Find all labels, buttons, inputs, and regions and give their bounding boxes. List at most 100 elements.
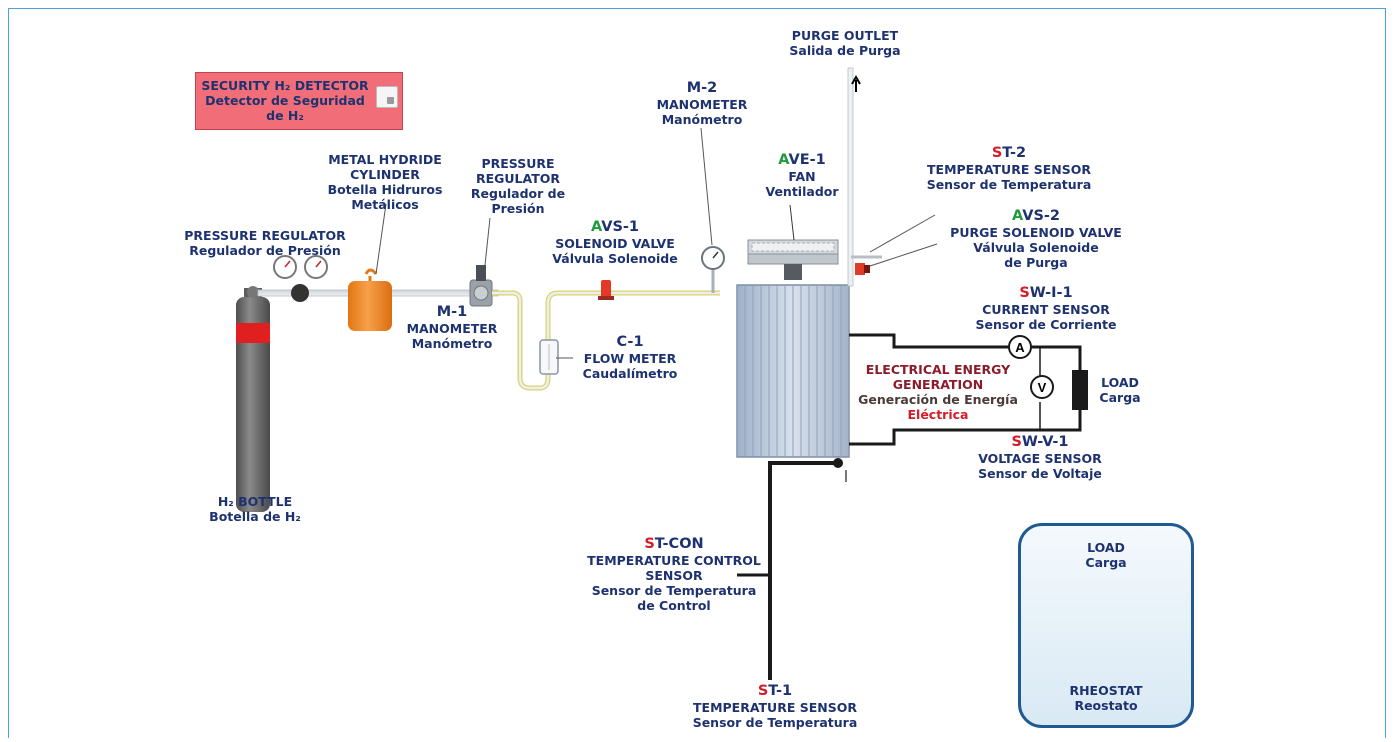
- label-generation: ELECTRICAL ENERGY GENERATION Generación …: [848, 362, 1028, 422]
- security-subtitle: Detector de Seguridad: [205, 93, 365, 108]
- ammeter-symbol: A: [1015, 340, 1025, 355]
- generation-en-1: ELECTRICAL ENERGY: [865, 362, 1011, 377]
- avs1-prefix: A: [590, 219, 602, 235]
- purge-es: Salida de Purga: [789, 43, 901, 58]
- security-title: SECURITY H₂ DETECTOR: [201, 78, 369, 93]
- avs2-en: PURGE SOLENOID VALVE: [950, 225, 1122, 240]
- c1-es: Caudalímetro: [582, 366, 678, 381]
- label-purge-outlet: PURGE OUTLET Salida de Purga: [770, 28, 920, 58]
- st2-en: TEMPERATURE SENSOR: [927, 162, 1091, 177]
- metal-hydride-en-2: CYLINDER: [350, 167, 420, 182]
- h2-bottle-en: H₂ BOTTLE: [217, 494, 293, 509]
- m1-en: MANOMETER: [406, 321, 498, 336]
- stcon-en-1: TEMPERATURE CONTROL: [587, 553, 761, 568]
- st2-code: T-2: [1002, 145, 1027, 161]
- ave1-en: FAN: [788, 169, 816, 184]
- metal-hydride-es-1: Botella Hidruros: [327, 182, 443, 197]
- purge-en: PURGE OUTLET: [791, 28, 899, 43]
- c1-en: FLOW METER: [583, 351, 677, 366]
- rheostat-en: RHEOSTAT: [1069, 683, 1143, 698]
- label-m1: M-1 MANOMETER Manómetro: [400, 303, 504, 351]
- security-subtitle-2: de H₂: [266, 108, 304, 123]
- voltmeter-symbol: V: [1038, 380, 1047, 395]
- label-ave1: AVE-1 FAN Ventilador: [760, 151, 844, 199]
- manometer-m2: [700, 127, 725, 293]
- swi1-en: CURRENT SENSOR: [982, 302, 1110, 317]
- swv1-en: VOLTAGE SENSOR: [978, 451, 1102, 466]
- label-st2: ST-2 TEMPERATURE SENSOR Sensor de Temper…: [914, 144, 1104, 192]
- m2-es: Manómetro: [661, 112, 743, 127]
- metal-hydride-cylinder: [348, 268, 392, 331]
- label-st1: ST-1 TEMPERATURE SENSOR Sensor de Temper…: [680, 682, 870, 730]
- stcon-en-2: SENSOR: [645, 568, 703, 583]
- ave1-code: VE-1: [788, 152, 826, 168]
- label-m2: M-2 MANOMETER Manómetro: [650, 79, 754, 127]
- generation-es-2: Eléctrica: [907, 407, 969, 422]
- label-avs2: AVS-2 PURGE SOLENOID VALVE Válvula Solen…: [926, 207, 1146, 270]
- m1-es: Manómetro: [411, 336, 493, 351]
- generation-es-1: Generación de Energía: [858, 392, 1018, 407]
- st2-es: Sensor de Temperatura: [926, 177, 1092, 192]
- load-panel-title-en: LOAD: [1087, 540, 1125, 555]
- label-load: LOAD Carga: [1090, 375, 1150, 405]
- label-c1: C-1 FLOW METER Caudalímetro: [570, 333, 690, 381]
- st1-code: T-1: [768, 683, 793, 699]
- m2-code: M-2: [686, 80, 718, 96]
- load-panel-rheostat: RHEOSTAT Reostato: [1046, 683, 1166, 713]
- c1-code: C-1: [616, 334, 644, 350]
- h2-bottle-es: Botella de H₂: [209, 509, 301, 524]
- st1-es: Sensor de Temperatura: [692, 715, 858, 730]
- avs2-code: VS-2: [1022, 208, 1061, 224]
- purge-pipe: [847, 67, 938, 287]
- swi1-prefix: S: [1019, 285, 1030, 301]
- label-pressure-regulator-2: PRESSURE REGULATOR Regulador de Presión: [463, 156, 573, 216]
- avs1-en: SOLENOID VALVE: [555, 236, 675, 251]
- stcon-code: T-CON: [654, 536, 704, 552]
- avs2-prefix: A: [1011, 208, 1023, 224]
- load-es: Carga: [1099, 390, 1141, 405]
- pressure-regulator2-es-2: Presión: [491, 201, 545, 216]
- swi1-code: W-I-1: [1029, 285, 1073, 301]
- avs2-es-1: Válvula Solenoide: [973, 240, 1099, 255]
- h2-detector-sensor-icon: [376, 86, 398, 108]
- ave1-es: Ventilador: [765, 184, 839, 199]
- rheostat-es: Reostato: [1074, 698, 1138, 713]
- temperature-cables: [737, 458, 847, 680]
- flow-meter-c1: [539, 339, 559, 375]
- fan-ave1: [747, 204, 839, 280]
- solenoid-valve-avs1: [598, 280, 614, 300]
- st2-prefix: S: [991, 145, 1003, 161]
- swv1-es: Sensor de Voltaje: [978, 466, 1102, 481]
- swi1-es: Sensor de Corriente: [975, 317, 1117, 332]
- load-panel-title-es: Carga: [1085, 555, 1127, 570]
- avs1-es: Válvula Solenoide: [552, 251, 678, 266]
- ave1-prefix: A: [778, 152, 789, 168]
- pressure-regulator-gauges: [273, 255, 328, 302]
- swv1-prefix: S: [1011, 434, 1022, 450]
- label-pressure-regulator: PRESSURE REGULATOR Regulador de Presión: [170, 228, 360, 258]
- label-metal-hydride-cylinder: METAL HYDRIDE CYLINDER Botella Hidruros …: [320, 152, 450, 212]
- pressure-regulator2-es-1: Regulador de: [470, 186, 566, 201]
- stcon-prefix: S: [644, 536, 655, 552]
- swv1-code: W-V-1: [1021, 434, 1069, 450]
- stcon-es-1: Sensor de Temperatura: [591, 583, 757, 598]
- label-h2-bottle: H₂ BOTTLE Botella de H₂: [195, 494, 315, 524]
- stcon-es-2: de Control: [637, 598, 711, 613]
- h2-bottle: [236, 286, 270, 512]
- diagram-frame: [8, 8, 1386, 738]
- security-h2-detector: SECURITY H₂ DETECTOR Detector de Segurid…: [195, 72, 403, 130]
- st1-en: TEMPERATURE SENSOR: [693, 700, 857, 715]
- label-avs1: AVS-1 SOLENOID VALVE Válvula Solenoide: [545, 218, 685, 266]
- load-panel-title: LOAD Carga: [1046, 540, 1166, 570]
- fuel-cell-stack: [736, 284, 850, 458]
- pressure-regulator-en: PRESSURE REGULATOR: [184, 228, 346, 243]
- label-swv1: SW-V-1 VOLTAGE SENSOR Sensor de Voltaje: [950, 433, 1130, 481]
- electrical-circuit: [849, 333, 1088, 446]
- m1-code: M-1: [436, 304, 468, 320]
- m2-en: MANOMETER: [656, 97, 748, 112]
- pressure-regulator2-en-2: REGULATOR: [475, 171, 561, 186]
- metal-hydride-en-1: METAL HYDRIDE: [328, 152, 442, 167]
- pressure-regulator-m1: [469, 265, 493, 307]
- label-stcon: ST-CON TEMPERATURE CONTROL SENSOR Sensor…: [574, 535, 774, 613]
